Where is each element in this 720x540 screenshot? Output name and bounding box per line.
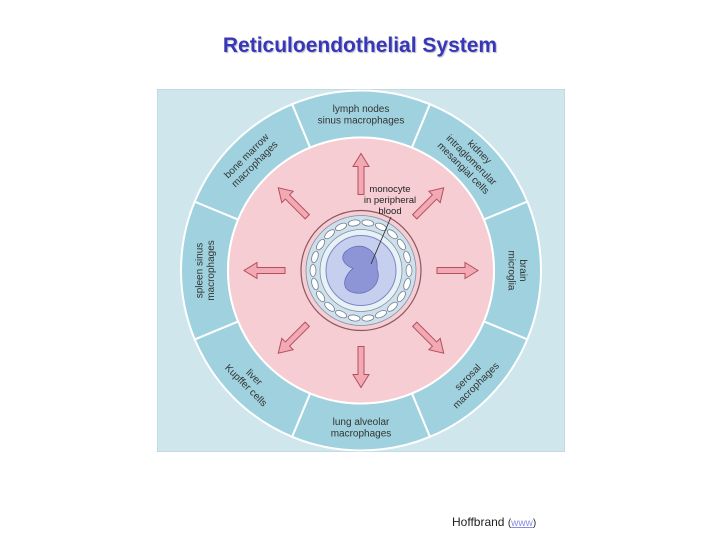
- migration-arrow: [243, 261, 286, 280]
- endothelial-cell: [403, 277, 411, 291]
- blood-vessel: [300, 209, 422, 332]
- migration-arrow: [352, 346, 370, 389]
- endothelial-cell: [324, 229, 335, 240]
- endothelial-cell: [396, 290, 406, 303]
- migration-arrow: [436, 261, 479, 280]
- endothelial-cell: [335, 310, 348, 319]
- arrows-group: [243, 152, 479, 389]
- monocyte-label-line: in peripheral: [364, 195, 416, 206]
- migration-arrow: [277, 321, 311, 354]
- credit-close-paren: ): [532, 518, 537, 529]
- ring-segment-label: spleen sinusmacrophages: [194, 240, 217, 301]
- endothelial-cell: [309, 264, 317, 277]
- migration-arrow: [411, 187, 445, 220]
- endothelial-cell: [361, 219, 375, 227]
- ring-label-line: lung alveolar: [333, 417, 390, 428]
- credit-author: Hoffbrand: [452, 515, 505, 529]
- endothelial-cell: [347, 219, 361, 227]
- endothelial-cell: [387, 301, 398, 312]
- endothelial-cell: [374, 310, 387, 319]
- endothelial-cell: [396, 238, 406, 251]
- endothelial-cell: [335, 222, 348, 231]
- endothelial-cell: [403, 250, 411, 264]
- endothelial-cell: [387, 229, 398, 240]
- credit-link[interactable]: www: [511, 518, 533, 529]
- endothelial-cell: [347, 314, 361, 322]
- endothelial-cell: [311, 277, 319, 291]
- source-credit: Hoffbrand (www): [452, 515, 536, 529]
- ring-label-line: brain: [517, 259, 528, 281]
- monocyte-label-line: blood: [378, 206, 401, 217]
- migration-arrow: [352, 152, 370, 195]
- ring-label-line: sinus macrophages: [318, 115, 405, 126]
- migration-arrow: [411, 321, 445, 354]
- monocyte-nucleus: [342, 245, 379, 294]
- ring-label-line: macrophages: [331, 428, 392, 439]
- endothelial-cell: [374, 222, 387, 231]
- slide-title: Reticuloendothelial System: [222, 34, 498, 57]
- endothelial-cell: [324, 301, 335, 312]
- credit-open-paren: (: [507, 518, 512, 529]
- endothelial-cell: [361, 314, 375, 322]
- ring-label-line: spleen sinus: [194, 243, 205, 299]
- ring-label-line: lymph nodes: [333, 104, 390, 115]
- endothelial-cell: [405, 264, 413, 277]
- endothelial-cell: [316, 290, 326, 303]
- endothelial-cell: [311, 250, 319, 264]
- monocyte-pointer-line: [370, 216, 392, 265]
- ring-segment-label: brainmicroglia: [505, 250, 528, 290]
- ring-label-line: macrophages: [206, 240, 217, 301]
- monocyte-label-line: monocyte: [369, 184, 410, 195]
- migration-arrow: [277, 187, 311, 220]
- endothelial-cell: [316, 238, 326, 251]
- ring-label-line: microglia: [505, 250, 516, 290]
